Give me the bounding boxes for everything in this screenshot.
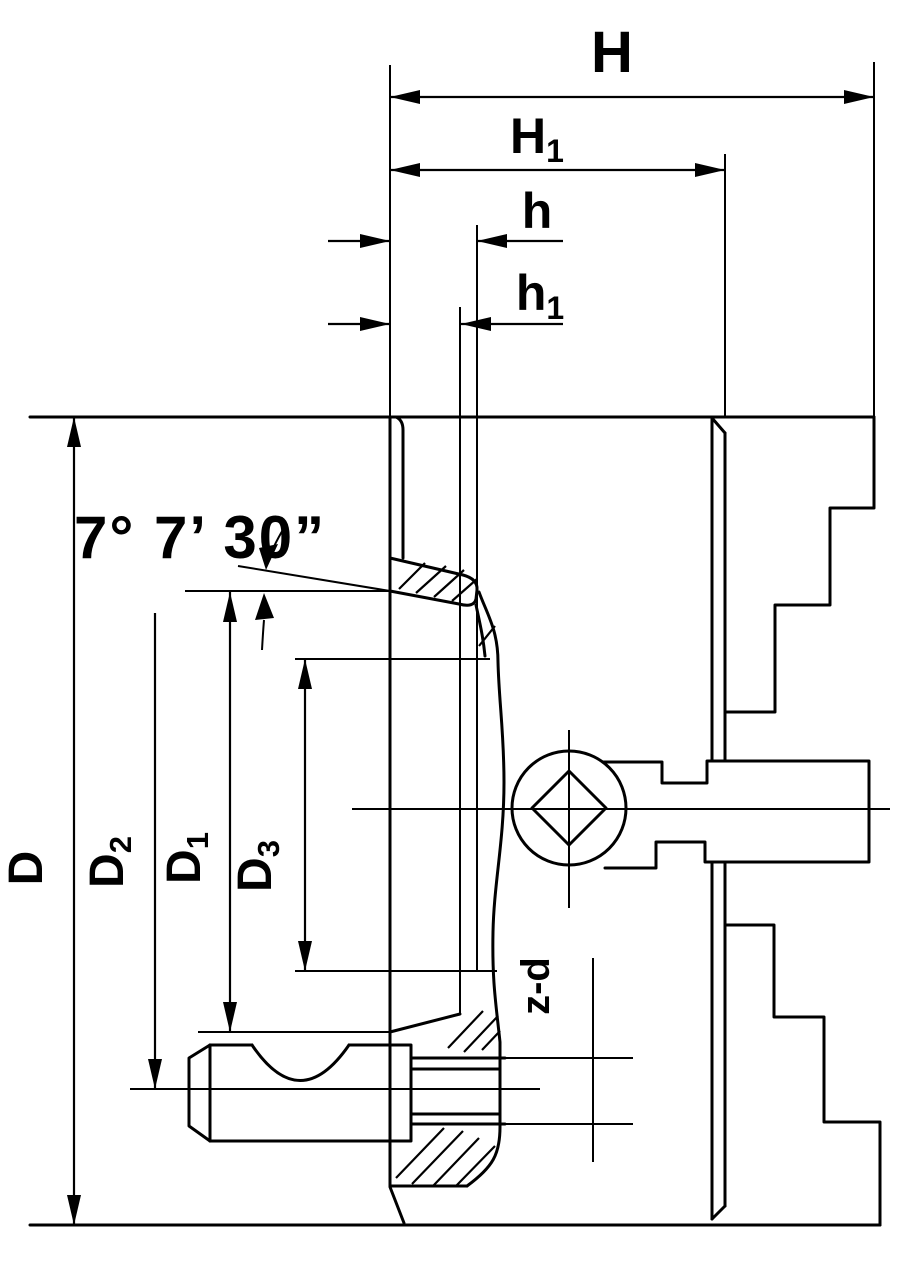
dim-label-h1: h1 — [516, 265, 564, 326]
dim-angle: 7° 7’ 30” — [74, 504, 391, 651]
dim-h: h — [328, 183, 563, 248]
dim-D: D — [0, 417, 81, 1225]
extension-lines — [389, 62, 875, 1014]
dim-label-angle: 7° 7’ 30” — [74, 504, 326, 571]
dim-label-D3: D3 — [229, 840, 286, 892]
dim-D3: D3 — [229, 658, 497, 972]
dim-D1: D1 — [158, 592, 390, 1033]
section-hatching — [395, 562, 501, 1187]
dim-label-h: h — [522, 183, 553, 239]
dim-label-D1: D1 — [158, 832, 215, 884]
dim-h1: h1 — [328, 265, 564, 331]
dim-zd: z-d — [505, 957, 633, 1162]
jaw-upper-steps — [723, 415, 876, 714]
dim-label-D: D — [0, 851, 53, 886]
dim-label-zd: z-d — [514, 957, 558, 1015]
jaw-lower-steps — [723, 923, 882, 1227]
dim-D2: D2 — [81, 613, 162, 1089]
dim-H: H — [390, 20, 874, 104]
chuck-body-outline — [28, 415, 882, 1227]
jaw-slot-lines — [710, 415, 727, 1221]
dim-H1: H1 — [390, 108, 725, 177]
mounting-bolt — [130, 1043, 540, 1143]
pinion-shaft — [601, 759, 871, 870]
dim-label-D2: D2 — [81, 836, 138, 888]
dim-label-H: H — [591, 20, 633, 85]
pinion-square-socket — [352, 730, 890, 908]
dim-label-H1: H1 — [510, 108, 564, 169]
